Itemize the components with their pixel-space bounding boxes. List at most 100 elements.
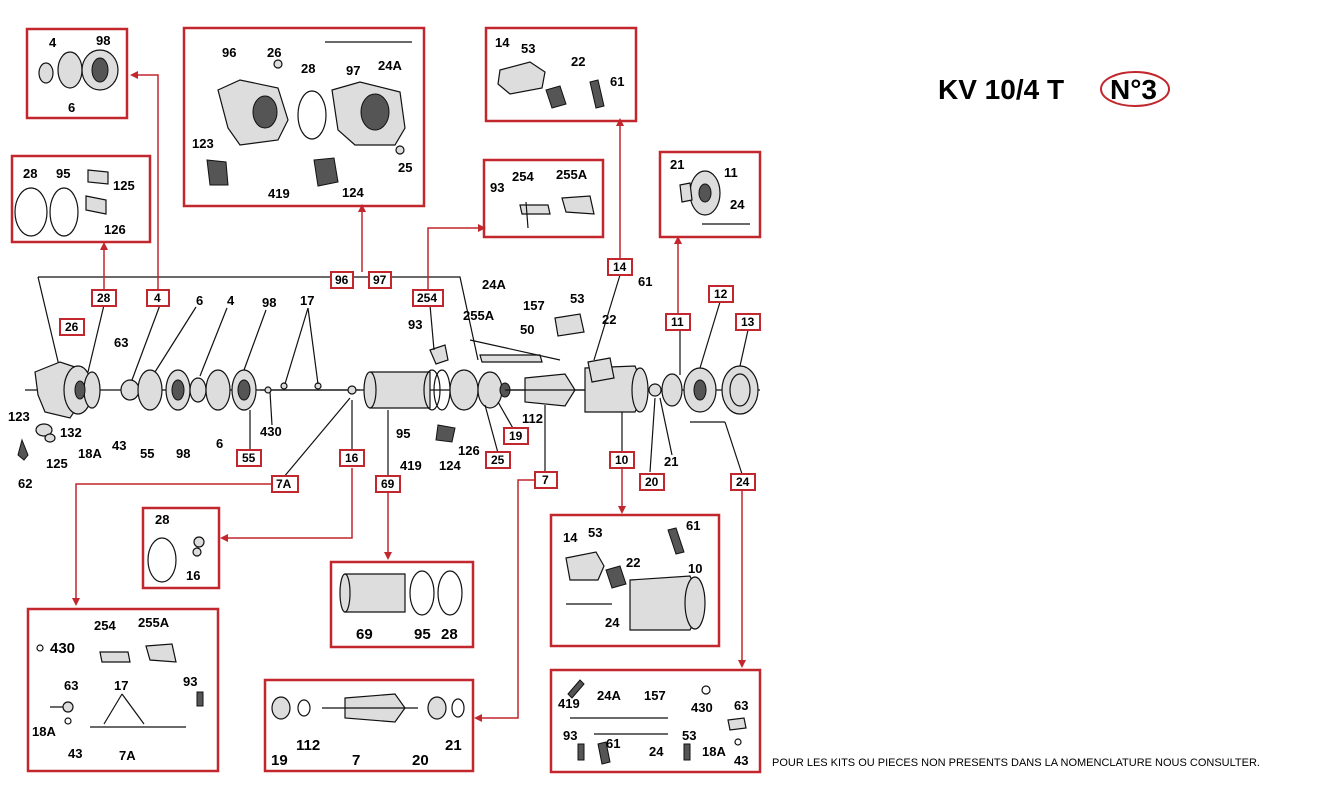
label-126: 126	[458, 443, 480, 458]
svg-text:255A: 255A	[138, 615, 170, 630]
svg-text:21: 21	[445, 737, 462, 754]
svg-text:13: 13	[741, 315, 755, 329]
svg-text:24: 24	[649, 744, 664, 759]
tag-13[interactable]: 13	[735, 313, 761, 331]
label-98-upper: 98	[262, 295, 276, 310]
diagram-number: N°3	[1110, 74, 1157, 105]
tag-25[interactable]: 25	[485, 451, 511, 469]
svg-text:254: 254	[512, 169, 534, 184]
label-17: 17	[300, 293, 314, 308]
detail-box-14[interactable]: 14 53 22 61	[484, 26, 638, 123]
tag-7A[interactable]: 7A	[271, 475, 299, 493]
svg-text:96: 96	[222, 45, 236, 60]
svg-text:93: 93	[563, 728, 577, 743]
label-123: 123	[8, 409, 30, 424]
svg-text:157: 157	[644, 688, 666, 703]
label-124: 124	[439, 458, 461, 473]
red-arrow-leaders	[72, 71, 746, 722]
tag-28[interactable]: 28	[91, 289, 117, 307]
svg-text:43: 43	[734, 753, 748, 768]
svg-text:28: 28	[97, 291, 111, 305]
svg-text:20: 20	[412, 752, 429, 769]
detail-box-24[interactable]: 419 24A 157 430 63 93 61 24 53 18A 43	[549, 668, 762, 774]
tag-26[interactable]: 26	[59, 318, 85, 336]
svg-text:26: 26	[65, 320, 79, 334]
svg-text:126: 126	[104, 222, 126, 237]
detail-box-7A[interactable]: 430 254 255A 63 17 93 18A 43 7A	[26, 607, 220, 773]
detail-box-69[interactable]: 69 95 28	[329, 560, 475, 649]
svg-text:98: 98	[96, 33, 110, 48]
label-50: 50	[520, 322, 534, 337]
svg-text:6: 6	[68, 100, 75, 115]
svg-text:24A: 24A	[378, 58, 402, 73]
svg-text:25: 25	[491, 453, 505, 467]
svg-text:419: 419	[558, 696, 580, 711]
svg-text:14: 14	[563, 530, 578, 545]
label-24A: 24A	[482, 277, 506, 292]
tag-10[interactable]: 10	[609, 451, 635, 469]
label-53: 53	[570, 291, 584, 306]
tag-69[interactable]: 69	[375, 475, 401, 493]
svg-text:28: 28	[301, 61, 315, 76]
svg-text:69: 69	[381, 477, 395, 491]
tag-97[interactable]: 97	[368, 271, 392, 289]
tag-19[interactable]: 19	[503, 427, 529, 445]
svg-text:28: 28	[155, 512, 169, 527]
svg-text:255A: 255A	[556, 167, 588, 182]
svg-text:254: 254	[94, 618, 116, 633]
main-labels: 123 125 62 132 18A 43 55 98 6 430 63 6 4…	[8, 274, 678, 491]
svg-text:61: 61	[610, 74, 624, 89]
detail-box-254[interactable]: 93 254 255A	[482, 158, 605, 239]
tag-16[interactable]: 16	[339, 449, 365, 467]
tag-20[interactable]: 20	[639, 473, 665, 491]
svg-text:14: 14	[495, 35, 510, 50]
label-43: 43	[112, 438, 126, 453]
label-95: 95	[396, 426, 410, 441]
label-157: 157	[523, 298, 545, 313]
svg-text:24: 24	[605, 615, 620, 630]
tag-96[interactable]: 96	[330, 271, 354, 289]
tag-254[interactable]: 254	[412, 289, 444, 307]
label-430: 430	[260, 424, 282, 439]
svg-text:12: 12	[714, 287, 728, 301]
svg-text:4: 4	[49, 35, 57, 50]
tag-55[interactable]: 55	[236, 449, 262, 467]
tag-7[interactable]: 7	[534, 471, 558, 489]
label-62: 62	[18, 476, 32, 491]
detail-box-11[interactable]: 21 11 24	[658, 150, 762, 239]
svg-text:124: 124	[342, 185, 364, 200]
svg-text:28: 28	[23, 166, 37, 181]
svg-text:430: 430	[691, 700, 713, 715]
label-132: 132	[60, 425, 82, 440]
svg-text:43: 43	[68, 746, 82, 761]
svg-text:7: 7	[352, 752, 360, 769]
svg-text:55: 55	[242, 451, 256, 465]
detail-box-10[interactable]: 14 53 61 22 10 24	[549, 513, 721, 648]
svg-text:7: 7	[542, 473, 549, 487]
detail-box-96[interactable]: 96 26 28 24A 97 123 419 124 25	[182, 26, 426, 208]
label-4: 4	[227, 293, 235, 308]
detail-box-4[interactable]: 4 98 6	[25, 27, 129, 120]
svg-text:112: 112	[296, 737, 320, 754]
tag-14[interactable]: 14	[607, 258, 633, 276]
detail-box-28[interactable]: 28 95 125 126	[10, 154, 152, 244]
svg-text:61: 61	[606, 736, 620, 751]
label-61: 61	[638, 274, 652, 289]
tag-24[interactable]: 24	[730, 473, 756, 491]
svg-text:28: 28	[441, 626, 458, 643]
label-112: 112	[522, 411, 543, 426]
detail-box-16[interactable]: 28 16	[141, 506, 221, 590]
tag-11[interactable]: 11	[665, 313, 691, 331]
svg-text:26: 26	[267, 45, 281, 60]
detail-box-7[interactable]: 19 112 7 20 21	[263, 678, 475, 773]
svg-text:7A: 7A	[119, 748, 136, 763]
svg-text:123: 123	[192, 136, 214, 151]
tag-12[interactable]: 12	[708, 285, 734, 303]
svg-text:4: 4	[154, 291, 161, 305]
label-6-lower: 6	[216, 436, 223, 451]
callout-tags: 96 97 254 14 11 12 13 26 28 4 19 25 55 1…	[59, 258, 761, 493]
svg-text:18A: 18A	[32, 724, 56, 739]
svg-text:25: 25	[398, 160, 412, 175]
tag-4[interactable]: 4	[146, 289, 170, 307]
